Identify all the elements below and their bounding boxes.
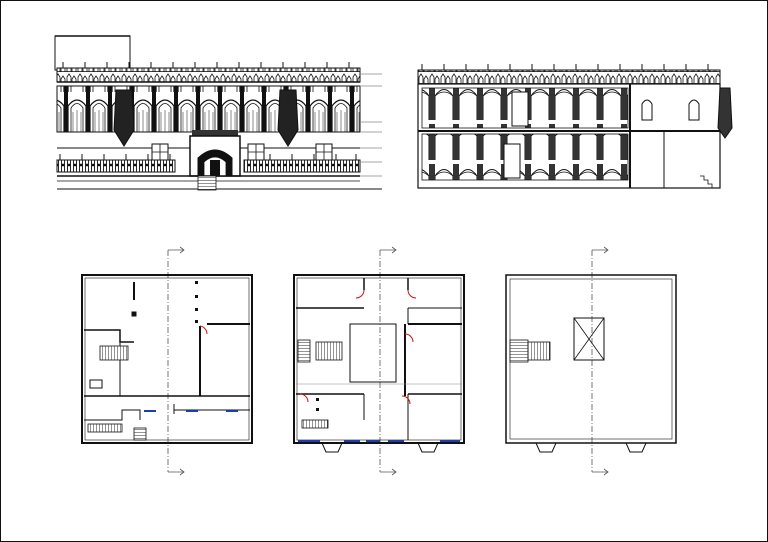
section-arrows [168,246,609,476]
upper-floor-plan [293,274,465,453]
ground-floor-plan [81,274,253,444]
section-lines [167,250,593,472]
front-elevation [54,35,382,191]
side-section [417,64,733,189]
roof-plan [505,274,677,453]
